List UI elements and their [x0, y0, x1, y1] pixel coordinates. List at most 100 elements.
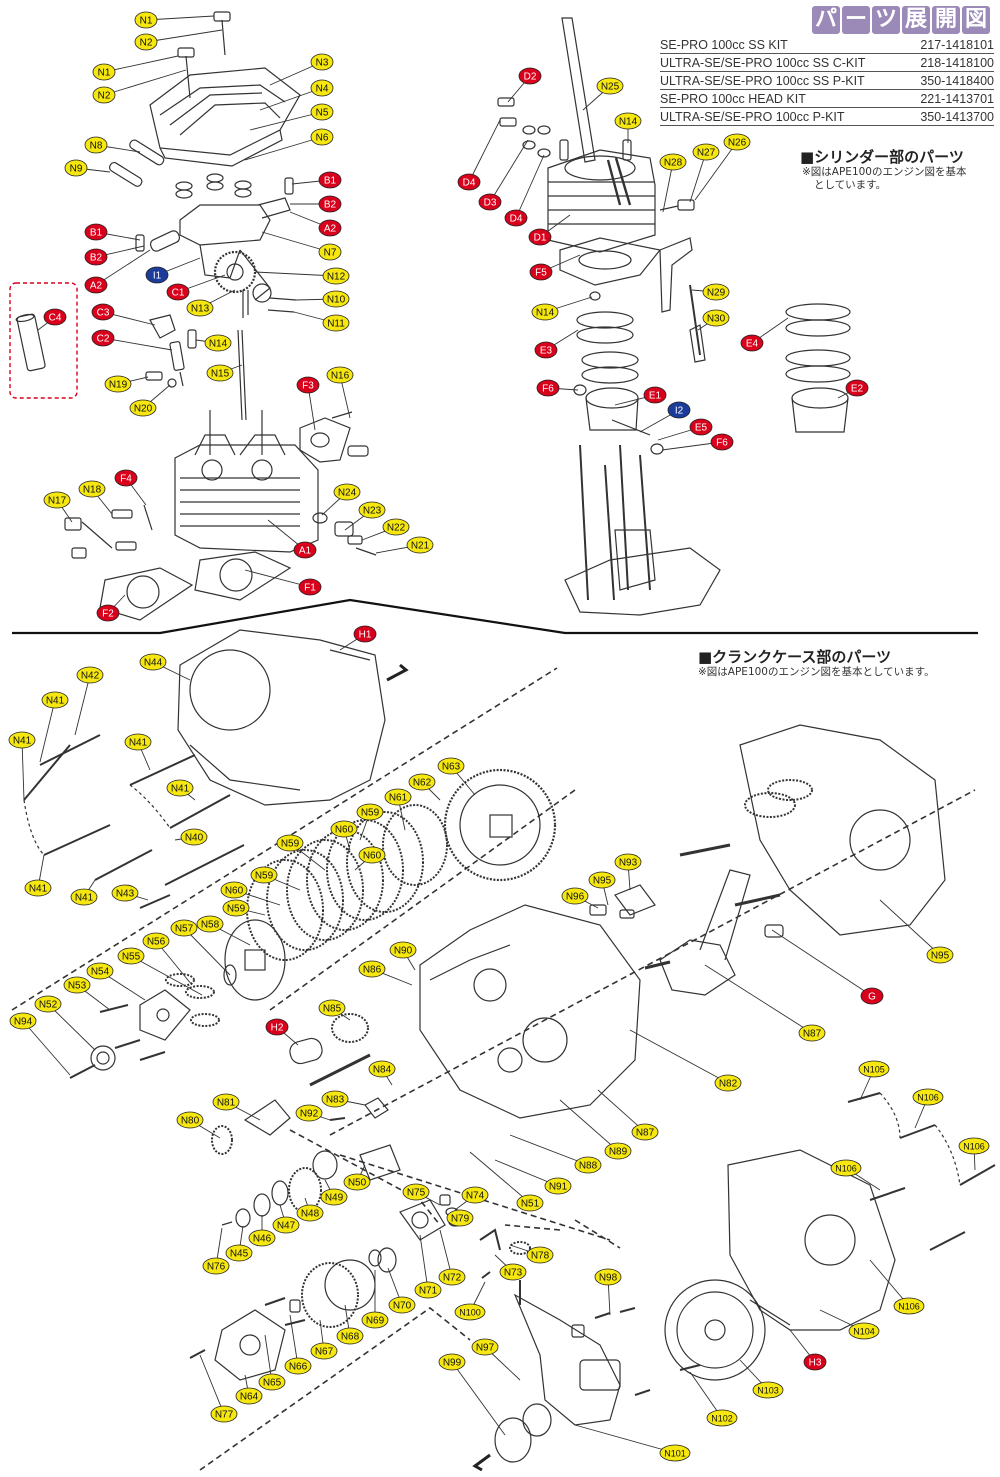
callout-text: N48 [301, 1209, 320, 1220]
piston-rings-right [785, 303, 851, 383]
callout-badge [478, 193, 502, 211]
callout-leader [451, 1361, 506, 1436]
callout-badge [43, 491, 71, 509]
callout-badge [70, 888, 98, 906]
callout-text: N9 [70, 164, 83, 175]
callout-badge [139, 653, 167, 671]
gaskets [99, 551, 292, 621]
callout-text: N87 [636, 1128, 655, 1139]
callout-leader [183, 927, 231, 976]
callout-n106: N106 [912, 1088, 944, 1106]
callout-text: N19 [109, 380, 128, 391]
callout-badge [504, 209, 528, 227]
callout-n87: N87 [798, 1024, 826, 1042]
callout-badge [402, 1183, 430, 1201]
callout-text: N91 [549, 1182, 568, 1193]
callout-text: N67 [315, 1347, 334, 1358]
callout-badge [310, 53, 334, 71]
callout-n65: N65 [258, 1373, 286, 1391]
callout-badge [222, 899, 250, 917]
callout-text: N5 [316, 108, 329, 119]
callout-n71: N71 [414, 1281, 442, 1299]
callout-text: N53 [68, 981, 87, 992]
callout-badge [406, 536, 434, 554]
callout-text: N73 [504, 1268, 523, 1279]
callout-n104: N104 [848, 1322, 880, 1340]
callout-badge [858, 1060, 890, 1078]
callout-text: F5 [535, 268, 547, 279]
callout-text: N105 [863, 1065, 885, 1075]
callout-n5: N5 [310, 103, 334, 121]
callout-leader [704, 964, 813, 1034]
callout-text: N59 [227, 904, 246, 915]
callout-a2: A2 [84, 276, 108, 294]
callout-badge [526, 1246, 554, 1264]
callout-text: N44 [144, 658, 163, 669]
oil-pump-stator [494, 1280, 651, 1463]
callout-badge [702, 309, 730, 327]
callout-badge [166, 779, 194, 797]
callout-badge [358, 960, 386, 978]
callout-n26: N26 [723, 133, 751, 151]
callout-text: N85 [323, 1004, 342, 1015]
callout-d2: D2 [518, 67, 542, 85]
callout-badge [166, 283, 190, 301]
callout-badge [643, 386, 667, 404]
callout-text: N12 [327, 272, 346, 283]
callout-d4: D4 [504, 209, 528, 227]
callout-n59: N59 [222, 899, 250, 917]
callout-text: N95 [931, 951, 950, 962]
callout-f2: F2 [96, 604, 120, 622]
crankcase-half [419, 904, 641, 1119]
callout-leader [469, 1151, 531, 1204]
callout-text: N57 [175, 924, 194, 935]
callout-n7: N7 [318, 243, 342, 261]
callout-text: N92 [300, 1109, 319, 1120]
cylinder-section-title: ■シリンダー部のパーツ [800, 148, 964, 166]
callout-badge [667, 401, 691, 419]
pressure-plate [223, 919, 286, 1001]
title-char: 図 [962, 6, 990, 34]
callout-badge [104, 375, 132, 393]
callout-badge [220, 881, 248, 899]
callout-text: N64 [240, 1392, 259, 1403]
exhaust-studs [64, 504, 153, 559]
callout-n68: N68 [336, 1327, 364, 1345]
cylinder-head [174, 410, 319, 553]
callout-d1: D1 [528, 228, 552, 246]
callout-text: F1 [304, 583, 316, 594]
callout-n88: N88 [574, 1156, 602, 1174]
callout-leader [259, 87, 323, 111]
title-char: 展 [902, 6, 930, 34]
callout-n57: N57 [170, 919, 198, 937]
callout-n13: N13 [186, 299, 214, 317]
callout-h3: H3 [803, 1353, 827, 1371]
callout-badge [333, 483, 361, 501]
callout-leader [629, 1029, 729, 1084]
callout-badge [740, 334, 764, 352]
callout-n63: N63 [437, 757, 465, 775]
callout-badge [692, 143, 720, 161]
callout-f6: F6 [536, 379, 560, 397]
pushrods [187, 329, 247, 421]
callout-n82: N82 [714, 1074, 742, 1092]
callout-badge [893, 1297, 925, 1315]
callout-text: N29 [707, 288, 726, 299]
callout-n2: N2 [92, 86, 116, 104]
callout-n19: N19 [104, 375, 132, 393]
callout-n75: N75 [402, 1183, 430, 1201]
leader-lines [21, 15, 976, 1454]
kit-name: ULTRA-SE/SE-PRO 100cc P-KIT [660, 110, 845, 124]
callout-n41: N41 [166, 779, 194, 797]
callout-badge [310, 1342, 338, 1360]
callout-n101: N101 [659, 1444, 691, 1462]
callout-n21: N21 [406, 536, 434, 554]
callout-text: N41 [13, 736, 32, 747]
callout-badge [358, 846, 386, 864]
lifter-plate [69, 989, 191, 1079]
transmission-case [679, 724, 946, 938]
callout-badge [596, 77, 624, 95]
callout-text: N88 [579, 1161, 598, 1172]
